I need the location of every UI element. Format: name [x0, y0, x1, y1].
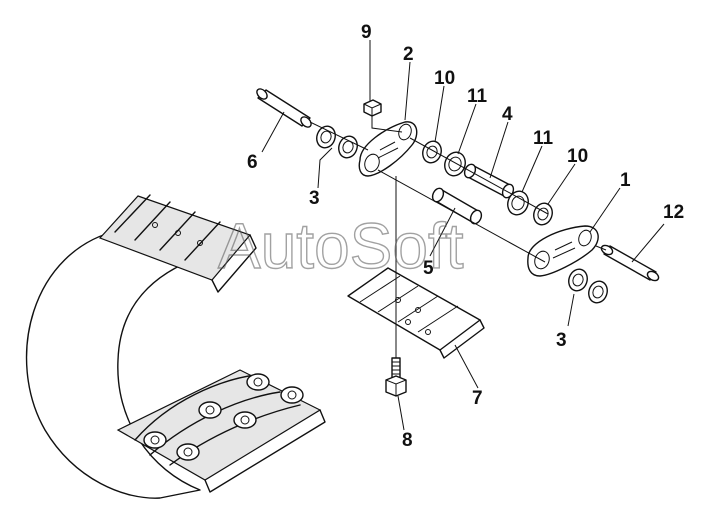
part-2-link: [358, 121, 418, 177]
part-8-bolt: [385, 357, 407, 397]
callout-part-3a: 3: [309, 188, 320, 209]
callout-part-10a: 10: [434, 68, 455, 89]
callout-part-11a: 11: [467, 86, 488, 107]
callout-part-10b: 10: [567, 146, 588, 167]
callout-part-12: 12: [663, 202, 684, 223]
part-10b-ring: [533, 202, 553, 226]
callout-part-6: 6: [247, 152, 258, 173]
callout-part-9: 9: [361, 22, 372, 43]
callout-part-5: 5: [423, 258, 434, 279]
part-12-pin: [600, 244, 660, 282]
callout-part-2: 2: [403, 44, 414, 65]
assembly-centerlines: [309, 116, 607, 358]
callout-part-4: 4: [502, 104, 513, 125]
part-1-link: [527, 225, 599, 277]
callout-part-1: 1: [620, 170, 631, 191]
callout-part-11b: 11: [533, 128, 554, 149]
part-5-bushing: [431, 187, 483, 225]
callout-part-8: 8: [402, 430, 413, 451]
part-9-nut: [363, 99, 382, 117]
callout-part-7: 7: [472, 388, 483, 409]
leader-lines: [261, 40, 665, 431]
part-3b-seals: [568, 268, 608, 304]
track-assembly: [25, 194, 326, 499]
part-7-shoe: [347, 267, 485, 359]
part-6-pin: [256, 88, 312, 128]
part-10a-ring: [422, 140, 442, 164]
watermark-text: AutoSoft: [218, 210, 464, 282]
callout-labels: 9 2 10 11 4 11 10 1 12 6 3 5 3 7 8: [247, 22, 684, 451]
callout-part-3b: 3: [556, 330, 567, 351]
part-3a-seals: [316, 125, 358, 159]
